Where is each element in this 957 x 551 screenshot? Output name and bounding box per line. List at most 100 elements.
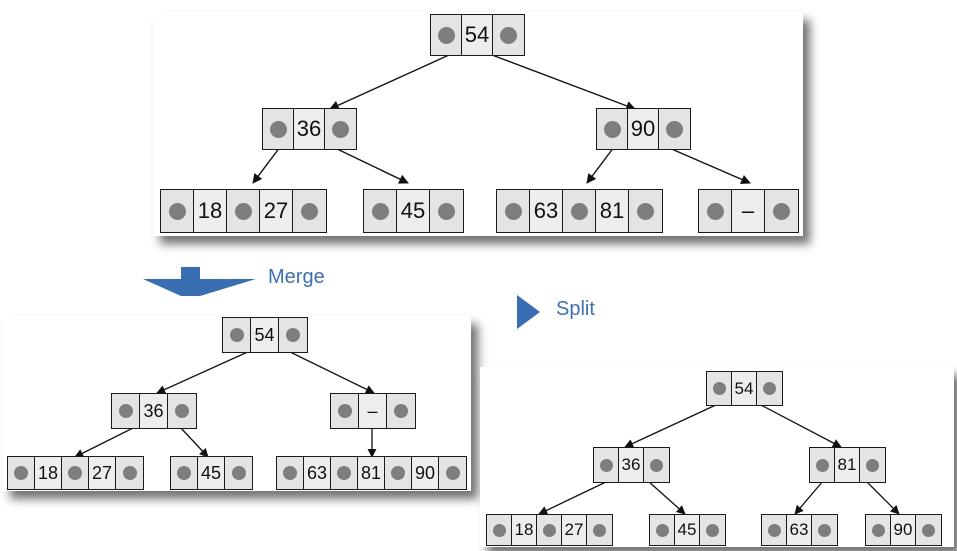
key-cell: 45 bbox=[198, 457, 225, 489]
pointer-dot-icon bbox=[229, 328, 244, 342]
key-cell: 27 bbox=[89, 457, 116, 489]
pointer-dot-icon bbox=[871, 523, 885, 537]
root-node: 54 bbox=[706, 371, 783, 406]
key-cell: 18 bbox=[512, 515, 537, 545]
key-cell: 63 bbox=[787, 515, 812, 545]
key-cell: 36 bbox=[619, 448, 644, 482]
pointer-dot-icon bbox=[866, 458, 879, 472]
pointer-dot-icon bbox=[706, 523, 719, 537]
root-node: 54 bbox=[430, 14, 525, 56]
internal-node-right: 90 bbox=[596, 108, 691, 150]
pointer-dot-icon bbox=[712, 382, 726, 395]
pointer-dot-icon bbox=[337, 404, 352, 418]
key-cell: 63 bbox=[530, 190, 563, 232]
pointer-dot-icon bbox=[337, 466, 351, 480]
key-cell: 18 bbox=[35, 457, 62, 489]
pointer-dot-icon bbox=[445, 466, 460, 480]
pointer-dot-icon bbox=[283, 466, 297, 480]
merge-tree-edges bbox=[74, 349, 377, 458]
pointer-dot-icon bbox=[394, 404, 408, 418]
leaf-node-empty: – bbox=[698, 189, 799, 233]
empty-key-cell: – bbox=[359, 394, 387, 428]
key-cell: 18 bbox=[194, 190, 227, 232]
overflow-key-cell: 90 bbox=[412, 457, 439, 489]
pointer-dot-icon bbox=[763, 382, 776, 395]
pointer-dot-icon bbox=[438, 202, 455, 220]
key-cell: 81 bbox=[596, 190, 629, 232]
pointer-dot-icon bbox=[922, 523, 935, 537]
merge-arrow-icon bbox=[143, 267, 256, 296]
pointer-dot-icon bbox=[655, 523, 669, 537]
merge-label: Merge bbox=[268, 266, 325, 288]
pointer-dot-icon bbox=[122, 466, 137, 480]
leaf-node: 18 27 bbox=[486, 514, 613, 546]
pointer-dot-icon bbox=[593, 523, 606, 537]
key-cell: 27 bbox=[562, 515, 587, 545]
split-tree-panel: 54 36 81 18 27 45 63 90 bbox=[480, 367, 954, 547]
pointer-dot-icon bbox=[118, 404, 133, 418]
pointer-dot-icon bbox=[177, 466, 191, 480]
leaf-node: 63 bbox=[761, 514, 838, 546]
leaf-node: 45 bbox=[170, 456, 253, 490]
internal-node-left: 36 bbox=[593, 447, 670, 483]
pointer-dot-icon bbox=[818, 523, 831, 537]
leaf-node: 63 81 bbox=[496, 189, 663, 233]
internal-node-left: 36 bbox=[262, 108, 357, 150]
original-tree-edges bbox=[252, 54, 751, 184]
internal-node-right: 81 bbox=[809, 447, 886, 483]
pointer-dot-icon bbox=[773, 202, 790, 220]
pointer-dot-icon bbox=[231, 466, 246, 480]
pointer-dot-icon bbox=[269, 120, 287, 138]
empty-key-cell: – bbox=[732, 190, 765, 232]
pointer-dot-icon bbox=[650, 458, 663, 472]
key-cell: 54 bbox=[251, 318, 279, 352]
pointer-dot-icon bbox=[570, 202, 588, 220]
internal-node-empty: – bbox=[330, 393, 416, 429]
pointer-dot-icon bbox=[14, 466, 28, 480]
key-cell: 54 bbox=[732, 372, 757, 405]
pointer-dot-icon bbox=[234, 202, 252, 220]
root-node: 54 bbox=[222, 317, 308, 353]
pointer-dot-icon bbox=[542, 523, 556, 537]
pointer-dot-icon bbox=[391, 466, 405, 480]
pointer-dot-icon bbox=[301, 202, 318, 220]
pointer-dot-icon bbox=[767, 523, 781, 537]
key-cell: 90 bbox=[628, 109, 659, 149]
key-cell: 81 bbox=[835, 448, 860, 482]
pointer-dot-icon bbox=[492, 523, 506, 537]
key-cell: 27 bbox=[260, 190, 293, 232]
merge-tree-panel: 54 36 – 18 27 45 63 81 90 bbox=[3, 316, 471, 491]
pointer-dot-icon bbox=[504, 202, 522, 220]
split-tree-edges bbox=[538, 403, 900, 515]
leaf-node: 18 27 bbox=[7, 456, 144, 490]
leaf-node-overflow: 63 81 90 bbox=[276, 456, 467, 490]
pointer-dot-icon bbox=[815, 458, 829, 472]
pointer-dot-icon bbox=[666, 120, 683, 138]
pointer-dot-icon bbox=[603, 120, 621, 138]
key-cell: 90 bbox=[891, 515, 916, 545]
internal-node-left: 36 bbox=[111, 393, 197, 429]
key-cell: 54 bbox=[462, 15, 493, 55]
original-tree-panel: 54 36 90 18 27 45 63 81 – bbox=[153, 12, 803, 236]
pointer-dot-icon bbox=[371, 202, 389, 220]
split-label: Split bbox=[556, 298, 595, 320]
leaf-node: 18 27 bbox=[160, 189, 327, 233]
key-cell: 63 bbox=[304, 457, 331, 489]
key-cell: 45 bbox=[675, 515, 700, 545]
pointer-dot-icon bbox=[332, 120, 349, 138]
pointer-dot-icon bbox=[175, 404, 189, 418]
pointer-dot-icon bbox=[500, 26, 517, 44]
pointer-dot-icon bbox=[706, 202, 724, 220]
key-cell: 81 bbox=[358, 457, 385, 489]
leaf-node: 90 bbox=[865, 514, 942, 546]
pointer-dot-icon bbox=[437, 26, 455, 44]
key-cell: 45 bbox=[397, 190, 430, 232]
pointer-dot-icon bbox=[68, 466, 82, 480]
pointer-dot-icon bbox=[286, 328, 300, 342]
key-cell: 36 bbox=[294, 109, 325, 149]
split-arrow-icon bbox=[517, 252, 540, 357]
pointer-dot-icon bbox=[637, 202, 654, 220]
leaf-node: 45 bbox=[649, 514, 726, 546]
leaf-node: 45 bbox=[363, 189, 464, 233]
pointer-dot-icon bbox=[168, 202, 186, 220]
